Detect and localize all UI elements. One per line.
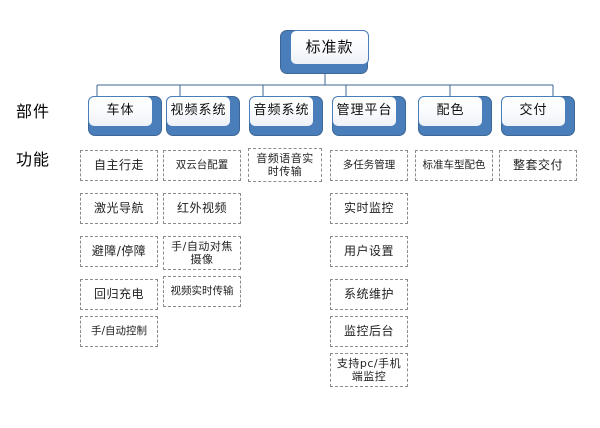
function-box[interactable]: 手/自动控制	[80, 316, 158, 347]
function-label: 音频语音实时传输	[256, 151, 314, 178]
node-category-label: 管理平台	[336, 103, 393, 119]
node-category-video-system[interactable]: 视频系统	[166, 96, 240, 136]
function-box[interactable]: 实时监控	[330, 193, 408, 224]
function-label: 视频实时传输	[170, 285, 234, 298]
function-label: 手/自动控制	[90, 325, 148, 338]
row-label-functions: 功能	[16, 150, 51, 169]
row-label-parts: 部件	[16, 102, 51, 121]
node-root-label: 标准款	[305, 37, 354, 56]
function-box[interactable]: 标准车型配色	[415, 150, 493, 181]
function-label: 支持pc/手机端监控	[336, 356, 402, 383]
function-box[interactable]: 手/自动对焦摄像	[163, 236, 241, 270]
node-category-label: 视频系统	[170, 103, 227, 119]
node-face: 配色	[418, 96, 483, 127]
function-label: 手/自动对焦摄像	[171, 239, 233, 266]
node-category-vehicle-body[interactable]: 车体	[88, 96, 162, 136]
function-label: 标准车型配色	[422, 159, 486, 172]
function-box[interactable]: 整套交付	[499, 150, 577, 181]
function-label: 监控后台	[343, 324, 394, 339]
node-category-label: 音频系统	[253, 103, 310, 119]
node-face: 交付	[501, 96, 566, 127]
function-box[interactable]: 双云台配置	[163, 150, 241, 181]
function-box[interactable]: 回归充电	[80, 279, 158, 310]
function-label: 用户设置	[343, 244, 394, 259]
function-label: 多任务管理	[342, 159, 396, 172]
function-label: 系统维护	[343, 287, 394, 302]
node-face: 管理平台	[332, 96, 397, 127]
function-box[interactable]: 激光导航	[80, 193, 158, 224]
node-category-label: 交付	[519, 103, 548, 119]
function-box[interactable]: 红外视频	[163, 193, 241, 224]
node-category-delivery[interactable]: 交付	[501, 96, 575, 136]
function-box[interactable]: 视频实时传输	[163, 276, 241, 307]
function-label: 实时监控	[343, 201, 394, 216]
function-label: 整套交付	[512, 158, 563, 173]
node-category-audio-system[interactable]: 音频系统	[249, 96, 323, 136]
node-face: 标准款	[290, 30, 369, 65]
node-category-color-scheme[interactable]: 配色	[418, 96, 492, 136]
function-box[interactable]: 多任务管理	[330, 150, 408, 181]
node-face: 车体	[88, 96, 153, 127]
node-category-label: 配色	[436, 103, 465, 119]
node-face: 音频系统	[249, 96, 314, 127]
function-label: 回归充电	[93, 287, 144, 302]
node-category-label: 车体	[106, 103, 135, 119]
node-category-management-platform[interactable]: 管理平台	[332, 96, 406, 136]
node-face: 视频系统	[166, 96, 231, 127]
node-root-standard-model[interactable]: 标准款	[280, 30, 369, 74]
function-box[interactable]: 自主行走	[80, 150, 158, 181]
function-label: 激光导航	[93, 201, 144, 216]
function-label: 双云台配置	[175, 159, 229, 172]
function-label: 自主行走	[93, 158, 144, 173]
function-box[interactable]: 系统维护	[330, 279, 408, 310]
function-box[interactable]: 监控后台	[330, 316, 408, 347]
function-box[interactable]: 避障/停障	[80, 236, 158, 267]
function-label: 红外视频	[176, 201, 227, 216]
function-box[interactable]: 支持pc/手机端监控	[330, 353, 408, 387]
function-label: 避障/停障	[91, 244, 147, 259]
function-box[interactable]: 用户设置	[330, 236, 408, 267]
function-box[interactable]: 音频语音实时传输	[248, 148, 322, 182]
